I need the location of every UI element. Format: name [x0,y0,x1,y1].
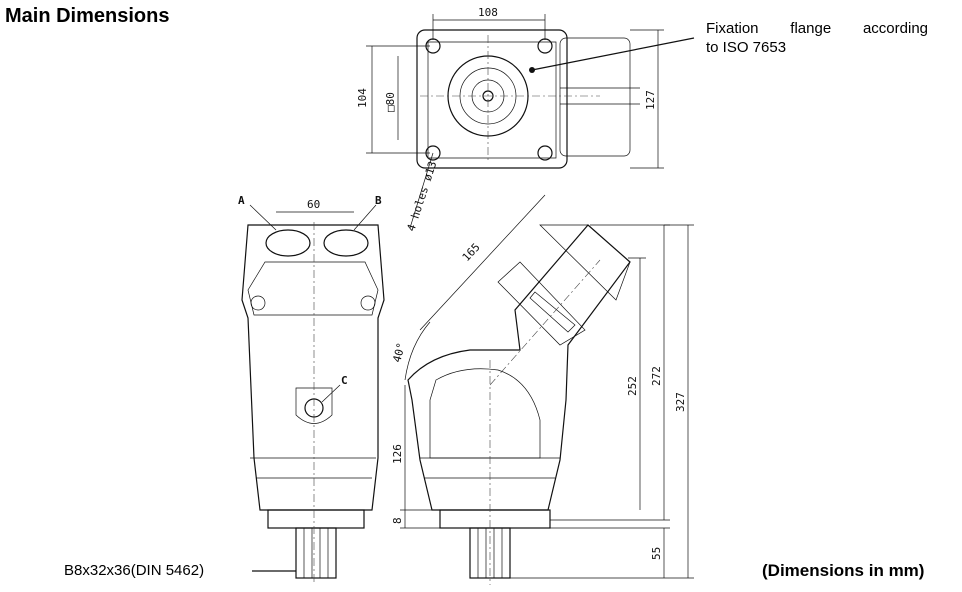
dim-angle: 40° [390,341,408,364]
side-view-bowl [429,368,541,459]
flange-leader-dot [529,67,535,73]
front-view-bolt-left [250,295,266,311]
side-view-nameplate-frame [497,261,586,346]
front-view-bolt-right [360,295,376,311]
dim-height-252: 252 [626,376,639,396]
front-view-port-a [265,229,311,257]
dim-top-square: □80 [384,92,397,112]
front-view: 60 A B C [238,194,385,585]
dim-height-8: 8 [391,517,404,524]
units-note: (Dimensions in mm) [762,561,925,580]
flange-callout-line2: to ISO 7653 [706,39,787,56]
dim-height-327: 327 [674,392,687,412]
front-view-port-b [323,229,369,257]
side-view-housing [407,224,631,511]
front-view-head [247,261,379,316]
label-port-c: C [341,374,348,387]
top-view-hole-br [537,145,553,161]
front-view-housing [241,224,385,511]
flange-callout-line1: Fixation flange according [706,20,928,37]
front-view-flange [267,509,365,529]
dim-top-width: 108 [478,6,498,19]
top-view-body [559,37,631,157]
front-view-shaft [295,527,337,579]
side-view-cap [539,224,631,301]
page-title: Main Dimensions [5,5,170,27]
side-view-flange [439,509,551,529]
label-port-a: A [238,194,245,207]
front-view-drain-boss [295,387,333,424]
dim-height-272: 272 [650,366,663,386]
dim-housing-length: 165 [460,241,483,264]
label-port-b: B [375,194,382,207]
dim-height-55: 55 [650,547,663,560]
side-view: 165 40° 126 8 252 272 327 55 [390,194,694,585]
dim-top-height-left: 104 [356,88,369,108]
dim-port-spacing: 60 [307,198,320,211]
dim-height-126: 126 [391,444,404,464]
top-view: 108 104 □80 127 4 holes ø13 [356,6,695,233]
top-view-housing [416,29,568,169]
top-view-hole-tr [537,38,553,54]
dim-top-height-right: 127 [644,90,657,110]
top-view-flange [427,41,557,159]
side-view-nameplate [529,291,576,333]
dim-holes: 4 holes ø13 [404,160,439,233]
shaft-callout: B8x32x36(DIN 5462) [64,562,205,579]
